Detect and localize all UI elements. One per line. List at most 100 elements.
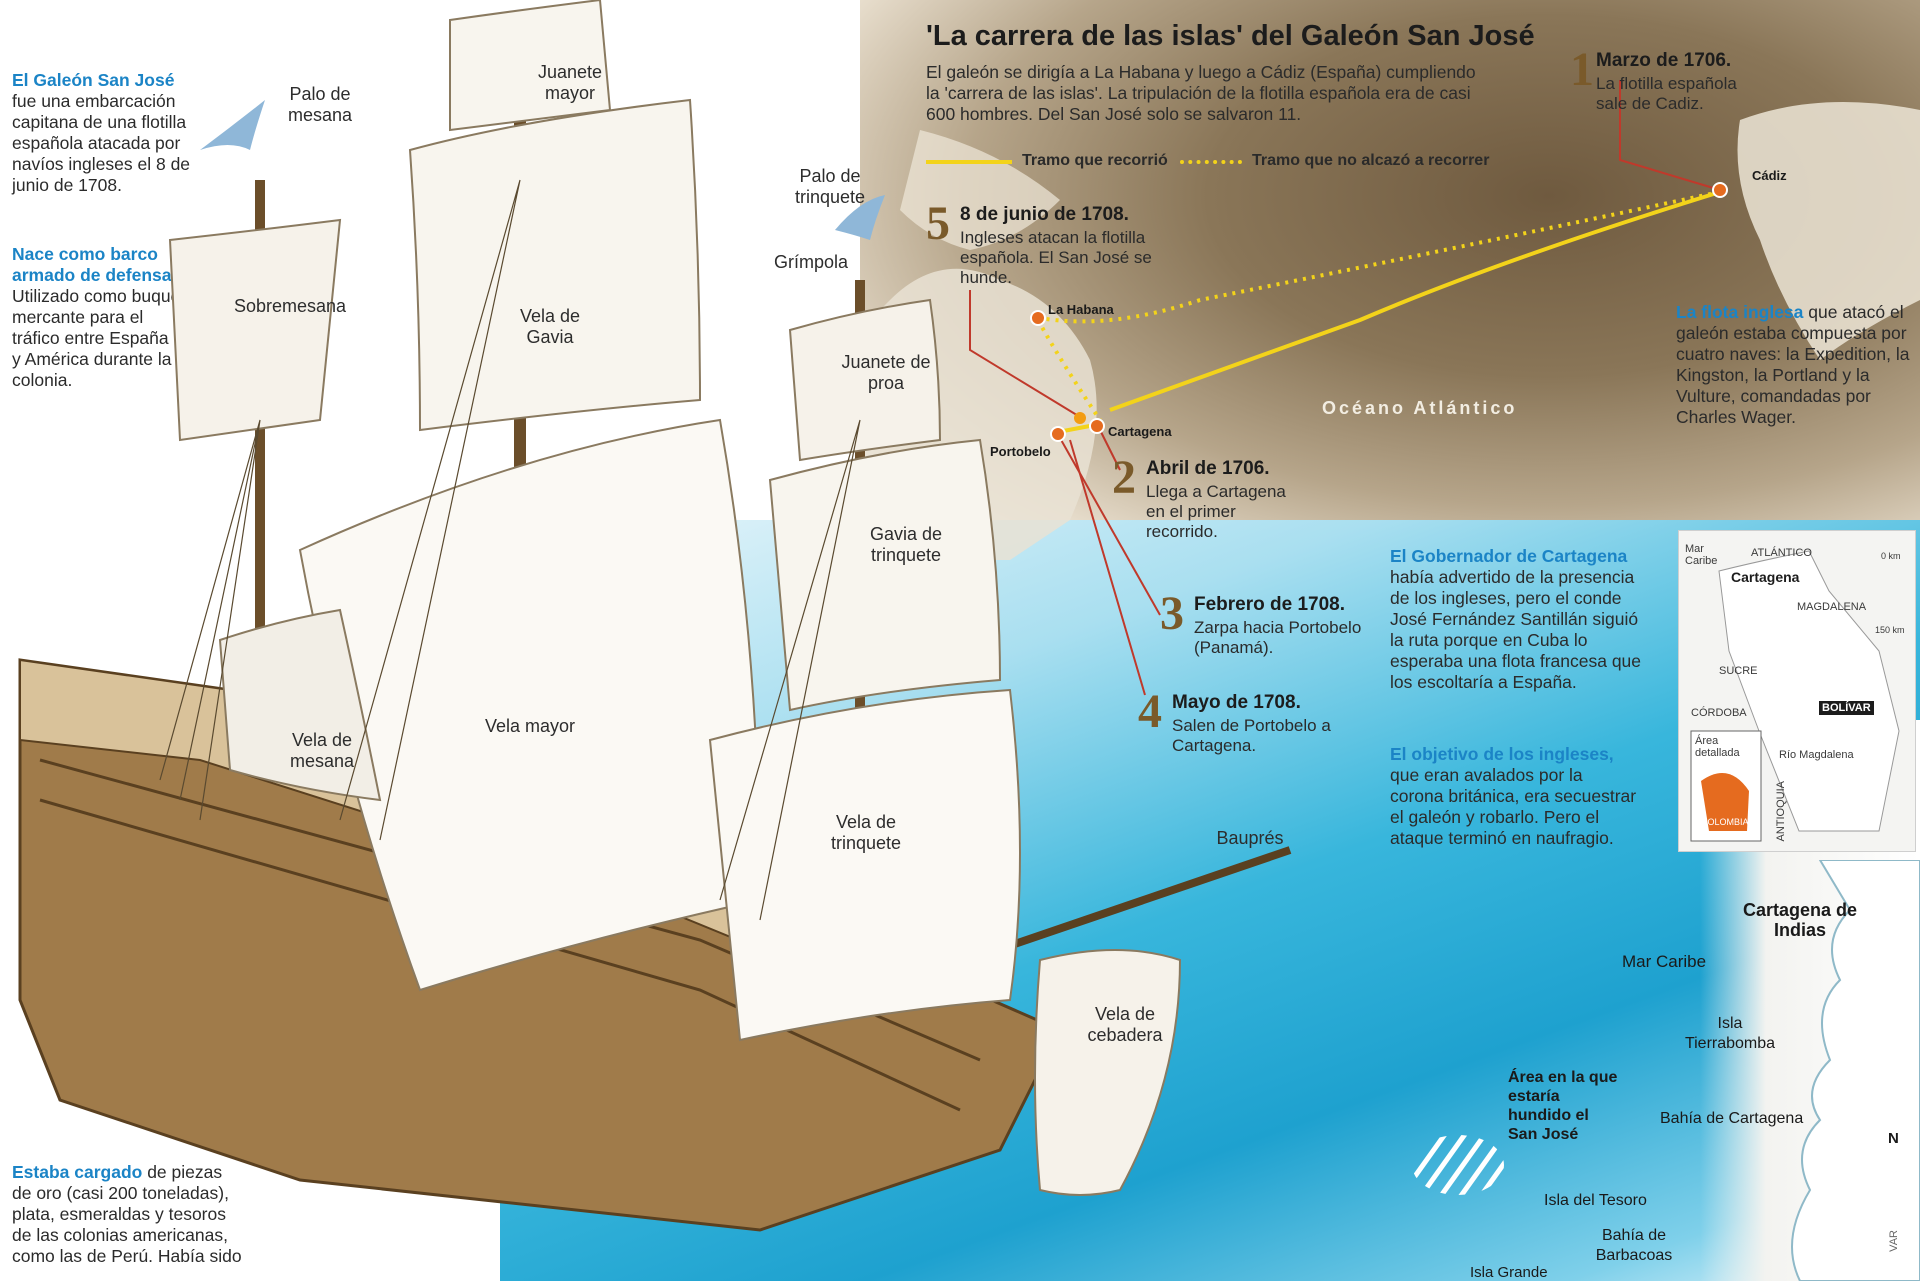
hull-stripe-2 [39,798,961,1112]
point-attack [1074,412,1086,424]
flag-mizzen [200,100,265,150]
label-grimpola: Grímpola [773,252,849,272]
note-text: había advertido de la presencia de los i… [1390,567,1642,692]
label-vela-mayor: Vela mayor [484,716,576,736]
note-flota-inglesa: La flota inglesa que atacó el galeón est… [1676,302,1916,428]
label-vela-cebadera: Vela de cebadera [1087,1004,1163,1045]
detail-cartagena-indias: Cartagena de Indias [1742,900,1858,940]
inset-cartagena: Cartagena [1731,569,1800,585]
pointer-step4 [1069,439,1146,696]
step-number: 4 [1138,685,1162,738]
legend-traveled: Tramo que recorrió [1022,152,1168,169]
note-lead: La flota inglesa [1676,302,1804,322]
legend-solid-line [926,160,1012,164]
note-cargado: Estaba cargado de piezas de oro (casi 20… [12,1162,242,1267]
route-cadiz-cartagena [1109,190,1721,412]
pointer-step1 [1619,80,1721,191]
detail-area-hundido: Área en la que estaría hundido el San Jo… [1508,1069,1618,1143]
inset-area-detallada: Área detallada [1695,735,1740,759]
note-text: Utilizado como buque mercante para el tr… [12,286,181,390]
place-habana: La Habana [1048,302,1114,317]
label-vela-gavia: Vela de Gavia [519,306,581,347]
inset-mar-caribe: Mar Caribe [1685,543,1718,567]
pointer-step3 [1059,437,1161,616]
note-galeon: El Galeón San José fue una embarcación c… [12,70,192,196]
point-habana [1030,310,1046,326]
label-baupres: Bauprés [1216,828,1284,848]
inset-antioquia: ANTIOQUIA [1775,781,1787,842]
detail-isla-grande: Isla Grande [1470,1264,1548,1281]
step-number: 3 [1160,587,1184,640]
inset-atlantico: ATLÁNTICO [1751,547,1812,559]
point-cadiz [1712,182,1728,198]
detail-map-land [1791,860,1920,1281]
flag-fore [835,195,885,240]
place-ocean: Océano Atlántico [1322,398,1518,418]
label-juanete-proa: Juanete de proa [841,352,931,393]
detail-coast [1791,860,1920,1281]
label-juanete-mayor: Juanete mayor [537,62,603,103]
step-text: La flotilla española sale de Cadiz. [1596,74,1737,113]
inset-bolivar: BOLÍVAR [1819,701,1874,715]
sail-juanete-mayor [449,0,612,132]
inset-map: Mar Caribe ATLÁNTICO Cartagena MAGDALENA… [1678,530,1916,852]
north-indicator: N [1888,1130,1899,1147]
note-text: de piezas de oro (casi 200 toneladas), p… [12,1162,242,1266]
note-lead: El Gobernador de Cartagena [1390,546,1628,566]
note-lead: El Galeón San José [12,70,175,90]
rigging [159,179,861,921]
note-lead: El objetivo de los ingleses, [1390,744,1614,764]
galleon-illustration [18,0,1292,1232]
route-cartagena-habana [1036,319,1102,422]
step-text: Ingleses atacan la flotilla española. El… [960,228,1152,287]
sail-vela-gavia [408,98,702,432]
label-palo-trinquete: Palo de trinquete [794,166,866,207]
note-objetivo: El objetivo de los ingleses, que eran av… [1390,744,1640,849]
detail-bahia-cartagena: Bahía de Cartagena [1660,1110,1804,1127]
sail-juanete-proa [788,298,942,462]
shipwreck-area-marker [1412,1135,1504,1195]
place-portobelo: Portobelo [990,444,1051,459]
detail-bahia-barbacoas: Bahía de Barbacoas [1595,1227,1673,1264]
point-cartagena [1089,418,1105,434]
inset-scale-top: 0 km [1881,551,1901,561]
note-text: que eran avalados por la corona británic… [1390,765,1637,848]
inset-map-shapes [1690,550,1900,842]
note-lead: Estaba cargado [12,1162,143,1182]
step-title: 8 de junio de 1708. [960,204,1129,225]
place-cadiz: Cádiz [1752,168,1787,183]
label-palo-mesana: Palo de mesana [287,84,353,125]
label-gavia-trinquete: Gavia de trinquete [869,524,943,565]
inset-scale-bottom: 150 km [1875,625,1905,635]
inset-magdalena: MAGDALENA [1797,601,1867,613]
detail-isla-tesoro: Isla del Tesoro [1544,1192,1647,1209]
sail-vela-cebadera [1034,949,1182,1196]
place-cartagena: Cartagena [1108,424,1172,439]
step-text: Salen de Portobelo a Cartagena. [1172,716,1331,755]
legend-dotted-line [1180,160,1242,164]
step-number: 1 [1570,43,1594,96]
inset-rio-magdalena: Río Magdalena [1779,749,1854,761]
hull-stripe-1 [39,758,981,1062]
sail-sobremesana [168,218,342,442]
step-number: 5 [926,197,950,250]
sail-gavia-trinquete [768,438,1002,712]
step-title: Abril de 1706. [1146,458,1270,479]
step-text: Zarpa hacia Portobelo (Panamá). [1194,618,1362,657]
note-text: fue una embarcación capitana de una flot… [12,91,191,195]
credit-text: VAR [1888,1230,1900,1252]
step-title: Mayo de 1708. [1172,692,1301,713]
europe-africa-land [1737,102,1920,360]
step-title: Febrero de 1708. [1194,594,1346,615]
note-text: que atacó el galeón estaba compuesta por… [1676,302,1910,427]
inset-colombia: COLOMBIA [1701,817,1749,827]
legend-not-reached: Tramo que no alcazó a recorrer [1252,152,1490,169]
inset-colombia-shape [1701,773,1749,831]
detail-isla-tierrabomba: Isla Tierrabomba [1684,1015,1776,1052]
note-lead: Nace como barco armado de defensa. [12,244,177,285]
inset-cordoba: CÓRDOBA [1691,707,1747,719]
inset-sucre: SUCRE [1719,665,1758,677]
note-nace: Nace como barco armado de defensa. Utili… [12,244,182,391]
label-vela-mesana: Vela de mesana [289,730,355,771]
